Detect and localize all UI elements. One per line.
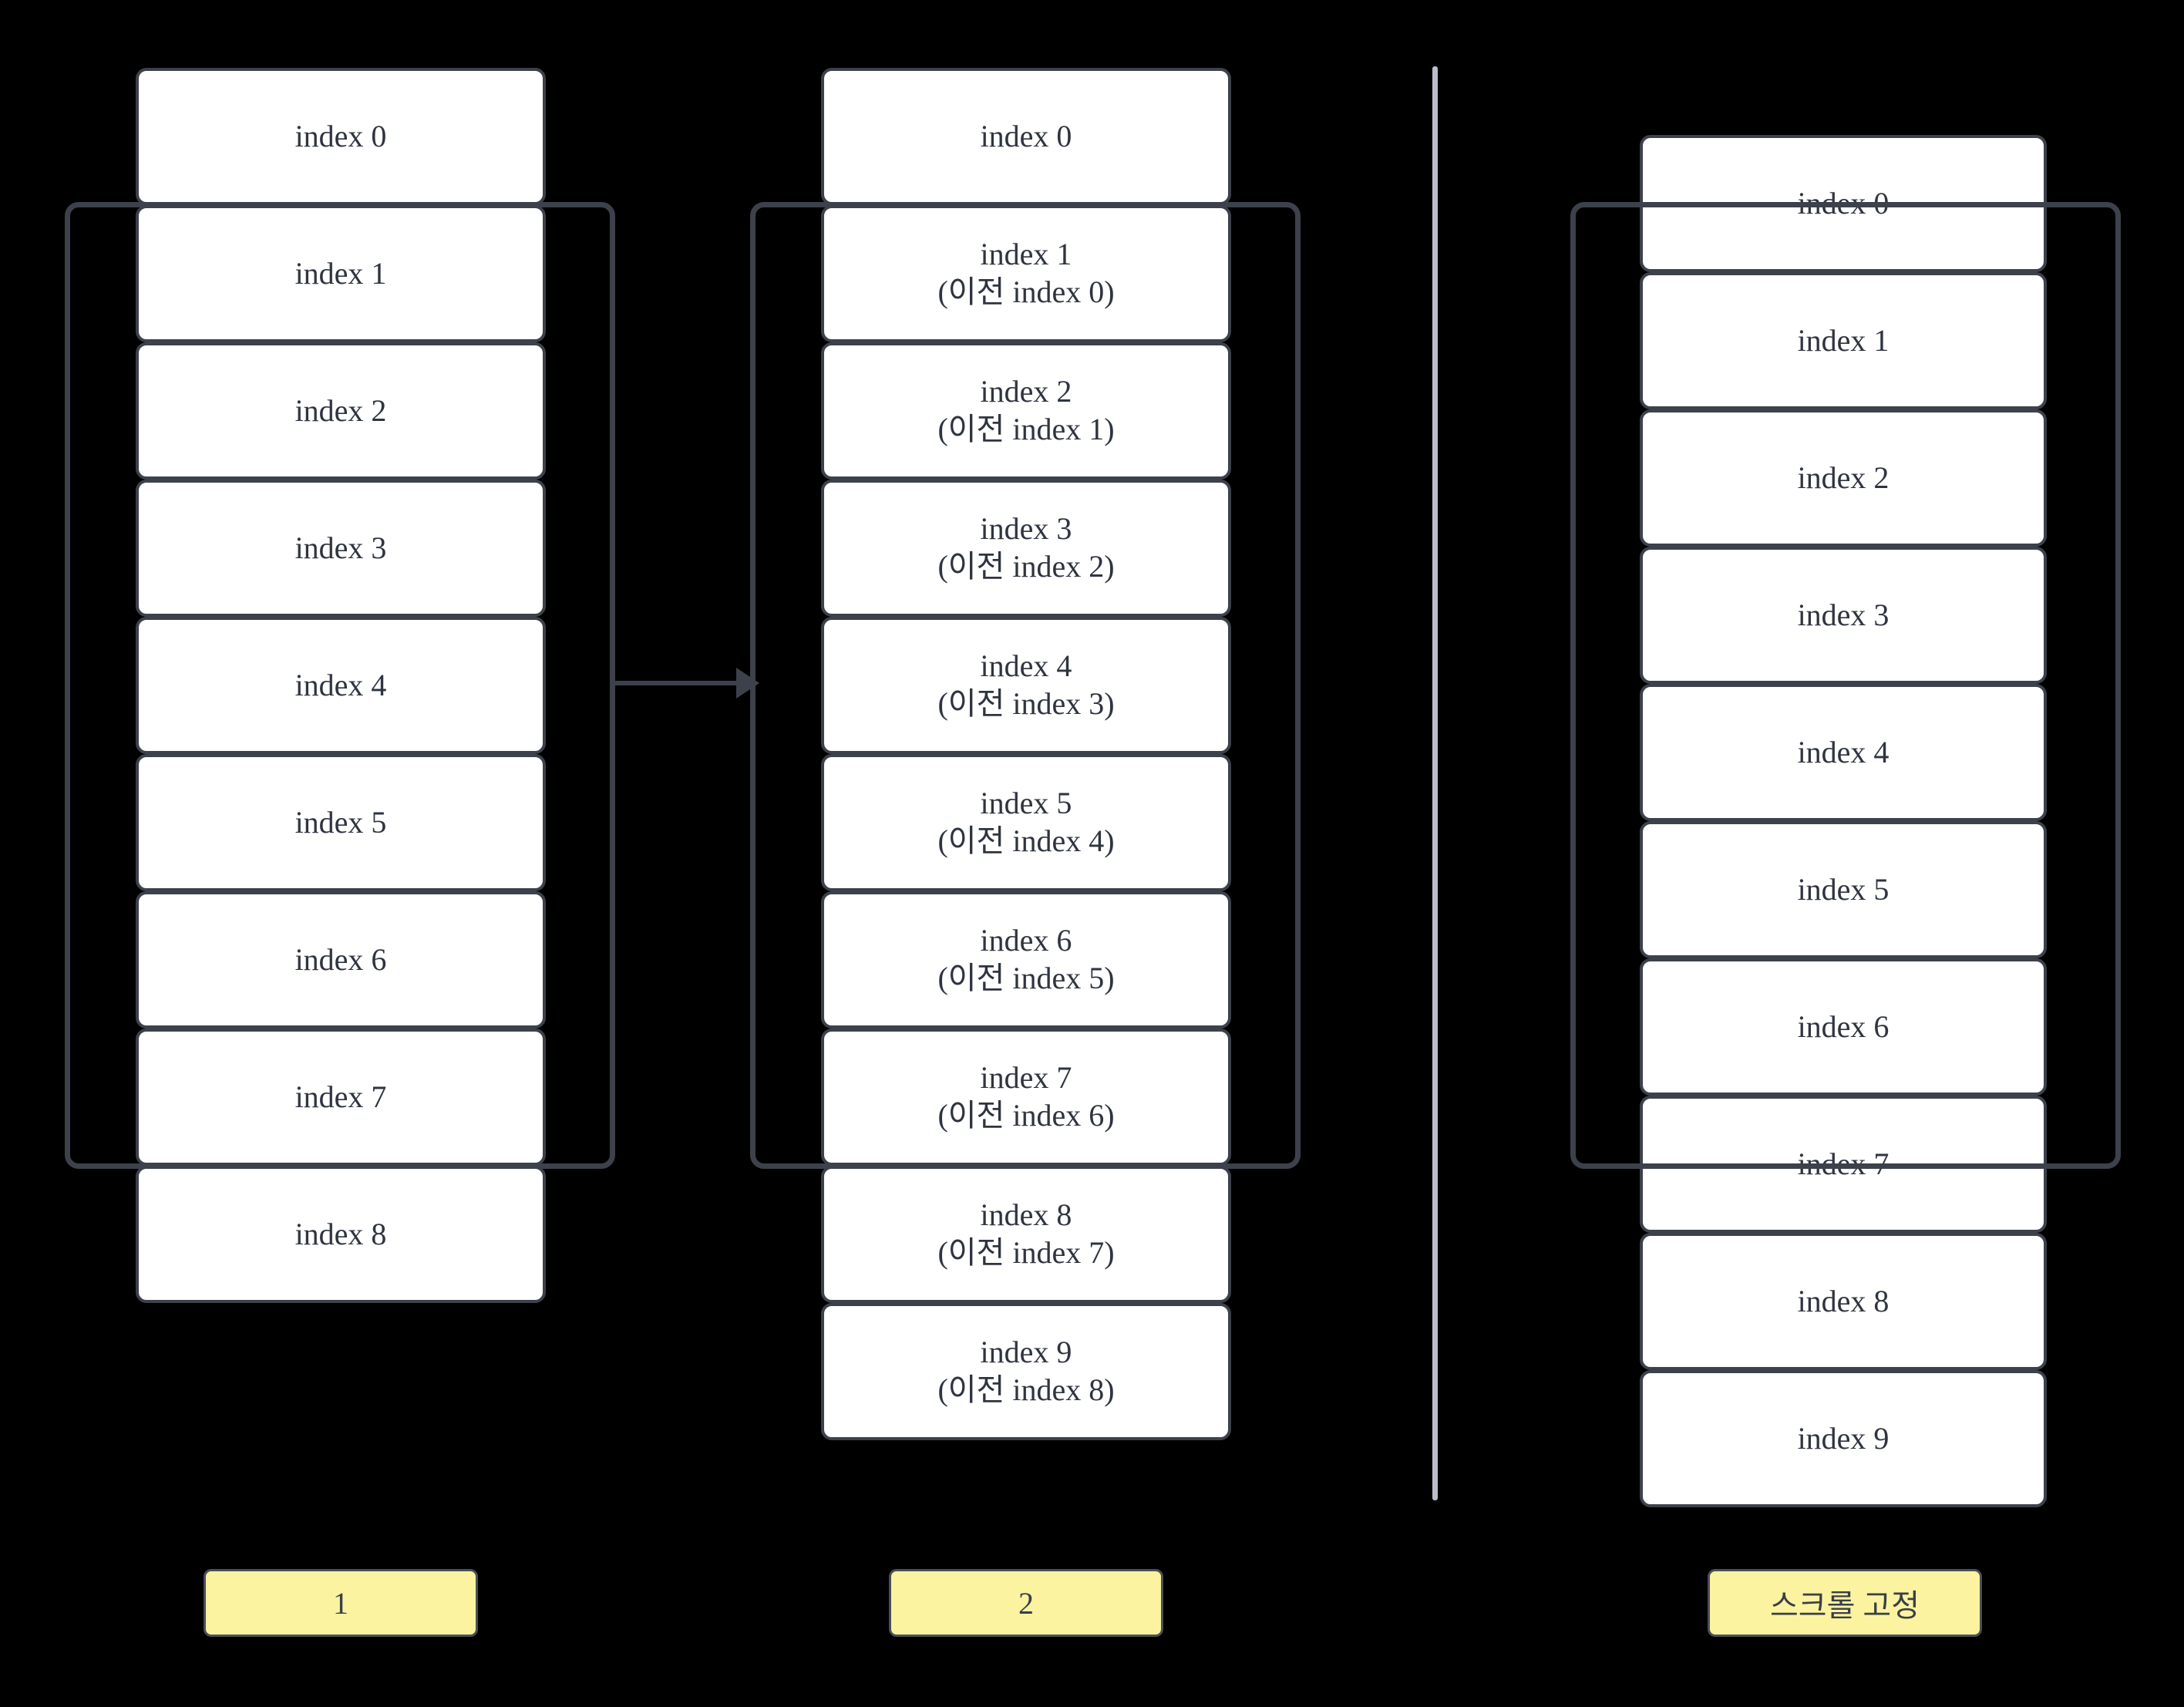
list-item[interactable]: index 7 (이전 index 6) (821, 1029, 1231, 1166)
list-item[interactable]: index 9 (이전 index 8) (821, 1303, 1231, 1440)
list-item[interactable]: index 3 (1640, 547, 2047, 684)
list-item[interactable]: index 0 (136, 68, 546, 205)
list-item[interactable]: index 4 (1640, 684, 2047, 821)
list-item[interactable]: index 5 (1640, 821, 2047, 958)
list-item[interactable]: index 6 (136, 891, 546, 1029)
list-item[interactable]: index 3 (136, 480, 546, 617)
list-item[interactable]: index 7 (136, 1029, 546, 1166)
list-item[interactable]: index 7 (1640, 1096, 2047, 1233)
list-item[interactable]: index 1 (1640, 272, 2047, 409)
list-item[interactable]: index 2 (136, 342, 546, 480)
list-item[interactable]: index 2 (이전 index 1) (821, 342, 1231, 480)
section-divider (1432, 66, 1438, 1500)
list-item[interactable]: index 8 (136, 1166, 546, 1303)
list-item[interactable]: index 9 (1640, 1370, 2047, 1507)
step-1-button[interactable]: 1 (204, 1569, 478, 1637)
list-item[interactable]: index 8 (1640, 1233, 2047, 1370)
list-item[interactable]: index 2 (1640, 409, 2047, 547)
list-item[interactable]: index 5 (이전 index 4) (821, 754, 1231, 891)
list-item[interactable]: index 0 (821, 68, 1231, 205)
list-item[interactable]: index 0 (1640, 135, 2047, 272)
list-item[interactable]: index 6 (1640, 958, 2047, 1096)
list-item[interactable]: index 5 (136, 754, 546, 891)
list-item[interactable]: index 1 (136, 205, 546, 342)
list-item[interactable]: index 3 (이전 index 2) (821, 480, 1231, 617)
step-2-button[interactable]: 2 (889, 1569, 1163, 1637)
list-item[interactable]: index 4 (이전 index 3) (821, 617, 1231, 754)
scroll-lock-button[interactable]: 스크롤 고정 (1708, 1569, 1982, 1637)
list-item[interactable]: index 4 (136, 617, 546, 754)
list-item[interactable]: index 1 (이전 index 0) (821, 205, 1231, 342)
list-item[interactable]: index 6 (이전 index 5) (821, 891, 1231, 1029)
